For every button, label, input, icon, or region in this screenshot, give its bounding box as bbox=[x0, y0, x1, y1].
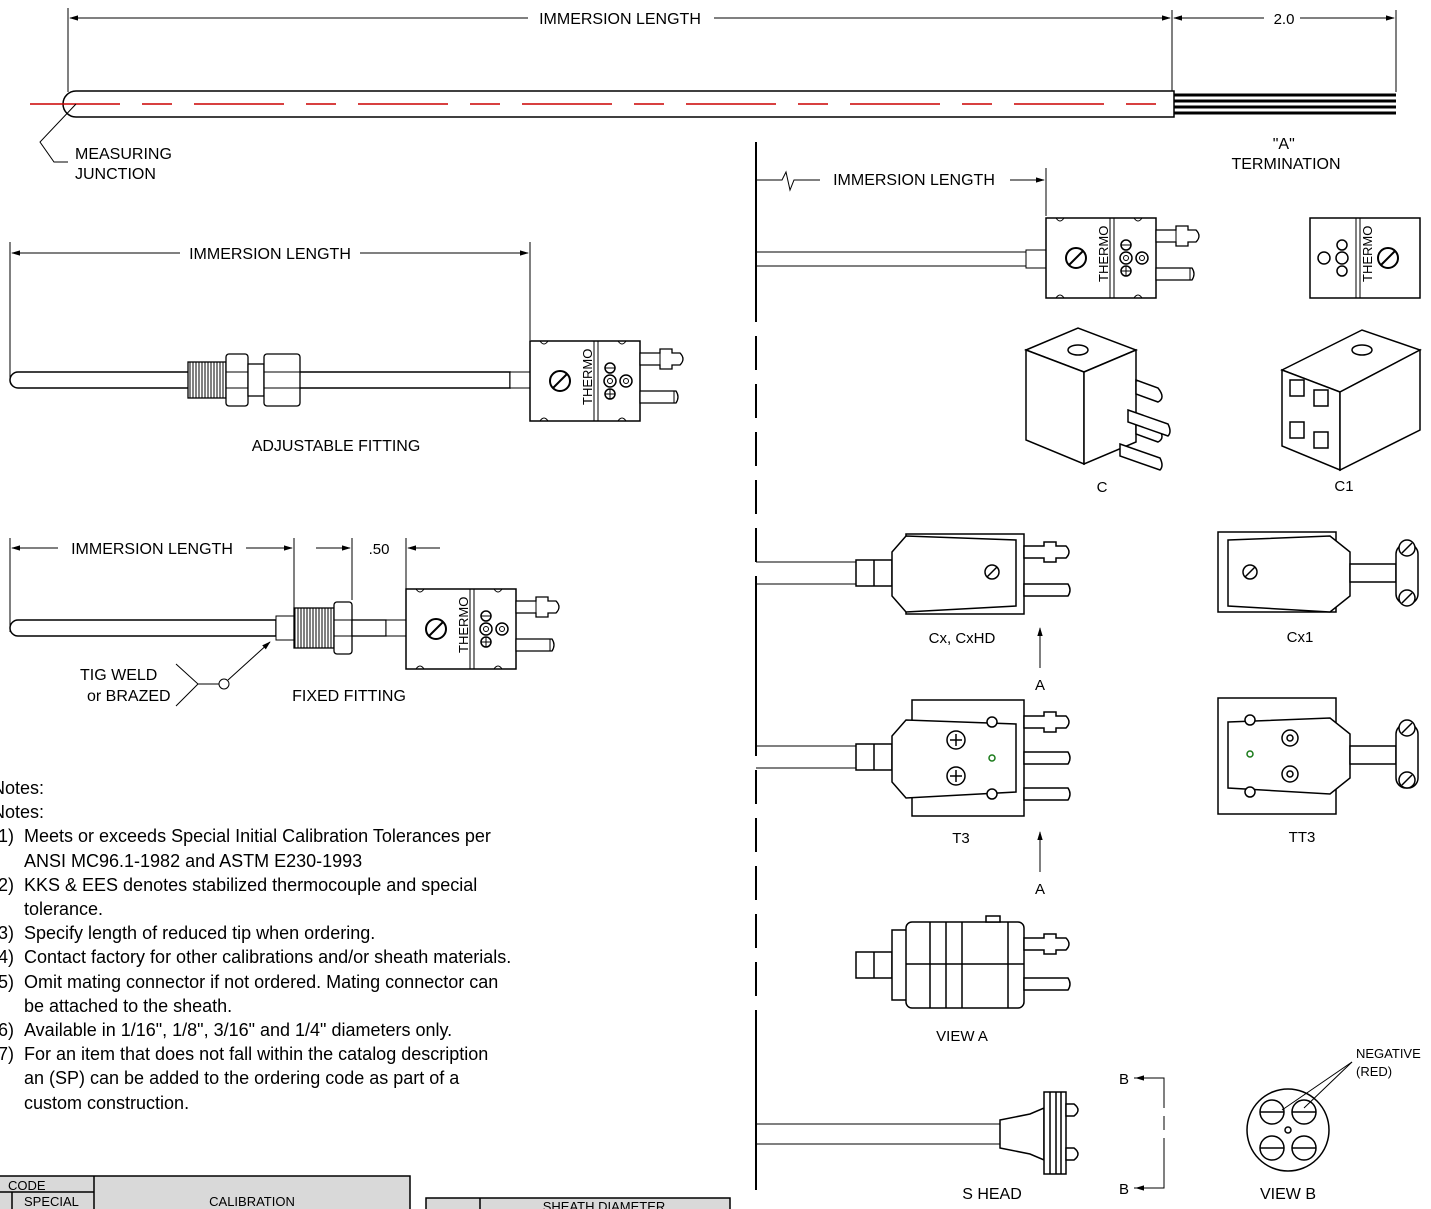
note-text: Specify length of reduced tip when order… bbox=[24, 923, 376, 944]
label-view-b: VIEW B bbox=[1260, 1186, 1316, 1203]
indicator-dot bbox=[988, 754, 996, 762]
sheath-diameter-header: SHEATH DIAMETER bbox=[543, 1199, 666, 1209]
top-probe: IMMERSION LENGTH 2.0 MEASURING JUNCTION bbox=[30, 8, 1397, 183]
note-number: (4) bbox=[0, 947, 14, 968]
note-item: (3) Specify length of reduced tip when or… bbox=[0, 921, 572, 945]
notes-heading-1: Notes: bbox=[0, 778, 45, 798]
note-number: (2) bbox=[0, 874, 14, 895]
iso-connector-c1 bbox=[1280, 329, 1422, 472]
notes-list: (1) Meets or exceeds Special Initial Cali… bbox=[0, 824, 572, 1114]
termination-end-view: THERMO bbox=[1309, 217, 1421, 299]
label-b-bottom: B bbox=[1119, 1181, 1129, 1198]
note-number: (5) bbox=[0, 971, 14, 992]
label-t3: T3 bbox=[952, 830, 970, 847]
label-cx1: Cx1 bbox=[1287, 629, 1314, 646]
connector-t3 bbox=[855, 699, 1071, 817]
note-item: (5) Omit mating connector if not ordered.… bbox=[0, 970, 572, 1018]
notes-section: Notes: Notes: (1) Meets or exceeds Specia… bbox=[0, 776, 572, 1115]
s-head bbox=[999, 1091, 1079, 1175]
label-view-a: VIEW A bbox=[936, 1028, 988, 1045]
dimension-2-label: 2.0 bbox=[1274, 11, 1295, 28]
note-number: (1) bbox=[0, 826, 14, 847]
calibration-header: CALIBRATION bbox=[209, 1194, 295, 1209]
note-item: (4) Contact factory for other calibration… bbox=[0, 945, 572, 969]
iso-connector-c bbox=[1023, 327, 1171, 471]
note-item: (6) Available in 1/16", 1/8", 3/16" and 1… bbox=[0, 1018, 572, 1042]
label-s-head: S HEAD bbox=[962, 1186, 1022, 1203]
note-item: (2) KKS & EES denotes stabilized thermoco… bbox=[0, 873, 572, 921]
label-b-top: B bbox=[1119, 1071, 1129, 1088]
negative-label: NEGATIVE (RED) bbox=[1356, 1046, 1424, 1079]
adjustable-caption: ADJUSTABLE FITTING bbox=[252, 438, 421, 455]
termination-label: "A" TERMINATION bbox=[1231, 136, 1340, 173]
note-text: Meets or exceeds Special Initial Calibra… bbox=[24, 826, 491, 871]
calibration-table: CODE SPECIAL CALIBRATION bbox=[0, 1175, 411, 1209]
note-number: (7) bbox=[0, 1044, 14, 1065]
special-header: SPECIAL bbox=[24, 1194, 79, 1209]
note-item: (7) For an item that does not fall within… bbox=[0, 1042, 572, 1115]
right-panel: IMMERSION LENGTH "A" TERMINATION THERMO … bbox=[755, 136, 1424, 1203]
measuring-junction-label: MEASURING JUNCTION bbox=[75, 146, 176, 183]
note-number: (3) bbox=[0, 923, 14, 944]
note-text: Omit mating connector if not ordered. Ma… bbox=[24, 971, 499, 1016]
note-number: (6) bbox=[0, 1020, 14, 1041]
note-text: For an item that does not fall within th… bbox=[24, 1044, 489, 1113]
brand-2: THERMO bbox=[1360, 226, 1375, 282]
right-immersion-label: IMMERSION LENGTH bbox=[833, 172, 995, 189]
label-cx: Cx, CxHD bbox=[929, 630, 996, 647]
view-b-face bbox=[1246, 1088, 1330, 1172]
note-item: (1) Meets or exceeds Special Initial Cali… bbox=[0, 824, 572, 872]
junction-leader bbox=[39, 103, 77, 163]
adjustable-fitting-view: IMMERSION LENGTH THERMO ADJUSTABLE FITTI… bbox=[9, 242, 684, 455]
arrow-a-2: A bbox=[1035, 881, 1045, 898]
note-text: Available in 1/16", 1/8", 3/16" and 1/4"… bbox=[24, 1020, 453, 1041]
fixed-brand: THERMO bbox=[456, 597, 471, 653]
top-immersion-label: IMMERSION LENGTH bbox=[539, 11, 701, 28]
sheath-table: SHEATH DIAMETER bbox=[425, 1197, 731, 1209]
connector-tt3 bbox=[1217, 697, 1419, 815]
dimension-50-label: .50 bbox=[369, 541, 390, 558]
code-header: CODE bbox=[8, 1178, 46, 1193]
lead-wires bbox=[1174, 93, 1396, 115]
brand-1: THERMO bbox=[1096, 226, 1111, 282]
adjustable-brand: THERMO bbox=[580, 349, 595, 405]
weld-note: TIG WELD or BRAZED bbox=[80, 667, 171, 705]
sheath bbox=[62, 90, 1175, 118]
adjustable-immersion-label: IMMERSION LENGTH bbox=[189, 246, 351, 263]
label-tt3: TT3 bbox=[1289, 829, 1316, 846]
note-text: KKS & EES denotes stabilized thermocoupl… bbox=[24, 874, 478, 920]
fixed-fitting-view: IMMERSION LENGTH .50 THERMO TIG WELD or … bbox=[9, 538, 560, 707]
fixed-caption: FIXED FITTING bbox=[292, 688, 406, 705]
label-c1: C1 bbox=[1334, 478, 1353, 495]
connector-cx1 bbox=[1217, 531, 1419, 613]
arrow-a-1: A bbox=[1035, 677, 1045, 694]
fixed-immersion-label: IMMERSION LENGTH bbox=[71, 541, 233, 558]
label-c: C bbox=[1097, 479, 1108, 496]
indicator-dot-2 bbox=[1246, 750, 1254, 758]
notes-heading-2: Notes: bbox=[0, 802, 45, 823]
note-text: Contact factory for other calibrations a… bbox=[24, 947, 512, 968]
connector-cx bbox=[855, 533, 1071, 615]
view-a-connector bbox=[855, 915, 1071, 1009]
